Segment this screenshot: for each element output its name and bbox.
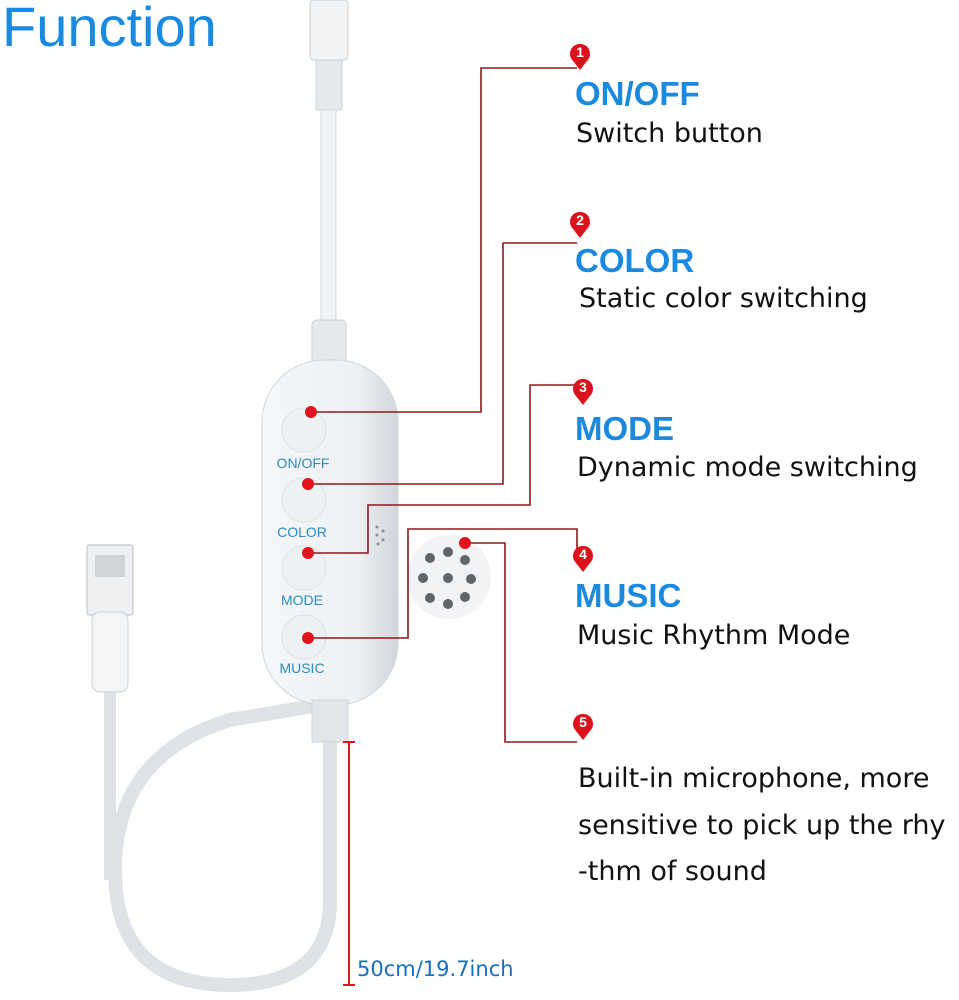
marker-2-icon: 2 [570, 211, 590, 238]
feature-heading-onoff: ON/OFF [575, 75, 700, 112]
svg-text:3: 3 [579, 379, 587, 395]
remote-cable-strain-relief [311, 699, 349, 743]
button-label-color: COLOR [277, 524, 327, 540]
leader-line-5 [465, 542, 577, 743]
marker-5-icon: 5 [573, 713, 593, 740]
feature-heading-music: MUSIC [575, 577, 682, 614]
feature-desc-mic-1: Built-in microphone, more [578, 763, 930, 794]
length-ruler [343, 741, 355, 986]
feature-desc-mode: Dynamic mode switching [577, 452, 918, 483]
feature-desc-music: Music Rhythm Mode [577, 620, 851, 651]
leader-lines [308, 67, 578, 743]
feature-desc-onoff: Switch button [576, 118, 763, 149]
svg-text:4: 4 [579, 546, 587, 562]
cable-length-label: 50cm/19.7inch [357, 957, 514, 981]
leader-line-1 [311, 67, 577, 413]
feature-desc-mic-2: sensitive to pick up the rhy [578, 810, 946, 841]
cable [107, 698, 337, 993]
feature-desc-color: Static color switching [579, 283, 868, 314]
leader-line-3 [308, 384, 577, 554]
leader-line-4 [308, 528, 578, 639]
usb-plug [86, 544, 134, 693]
svg-text:1: 1 [576, 44, 584, 60]
button-label-mode: MODE [281, 592, 323, 608]
leader-dots [302, 406, 471, 644]
marker-1-icon: 1 [570, 43, 590, 70]
page-title: Function [2, 0, 217, 58]
marker-4-icon: 4 [573, 545, 593, 572]
marker-3-icon: 3 [573, 378, 593, 405]
color-button [281, 477, 327, 523]
number-markers: 1 2 3 4 5 [570, 43, 593, 740]
feature-heading-mode: MODE [575, 410, 674, 447]
leader-line-2 [308, 242, 577, 485]
top-connector [309, 0, 349, 366]
onoff-button [281, 407, 327, 453]
microphone-icon [407, 535, 491, 619]
svg-text:2: 2 [576, 212, 584, 228]
feature-desc-mic-3: -thm of sound [578, 856, 767, 887]
button-label-onoff: ON/OFF [276, 455, 330, 471]
button-label-music: MUSIC [279, 660, 325, 676]
remote-buttons [281, 407, 327, 660]
remote-mic-holes [375, 525, 385, 546]
feature-heading-color: COLOR [575, 242, 695, 279]
svg-text:5: 5 [579, 714, 587, 730]
mode-button [281, 545, 327, 591]
